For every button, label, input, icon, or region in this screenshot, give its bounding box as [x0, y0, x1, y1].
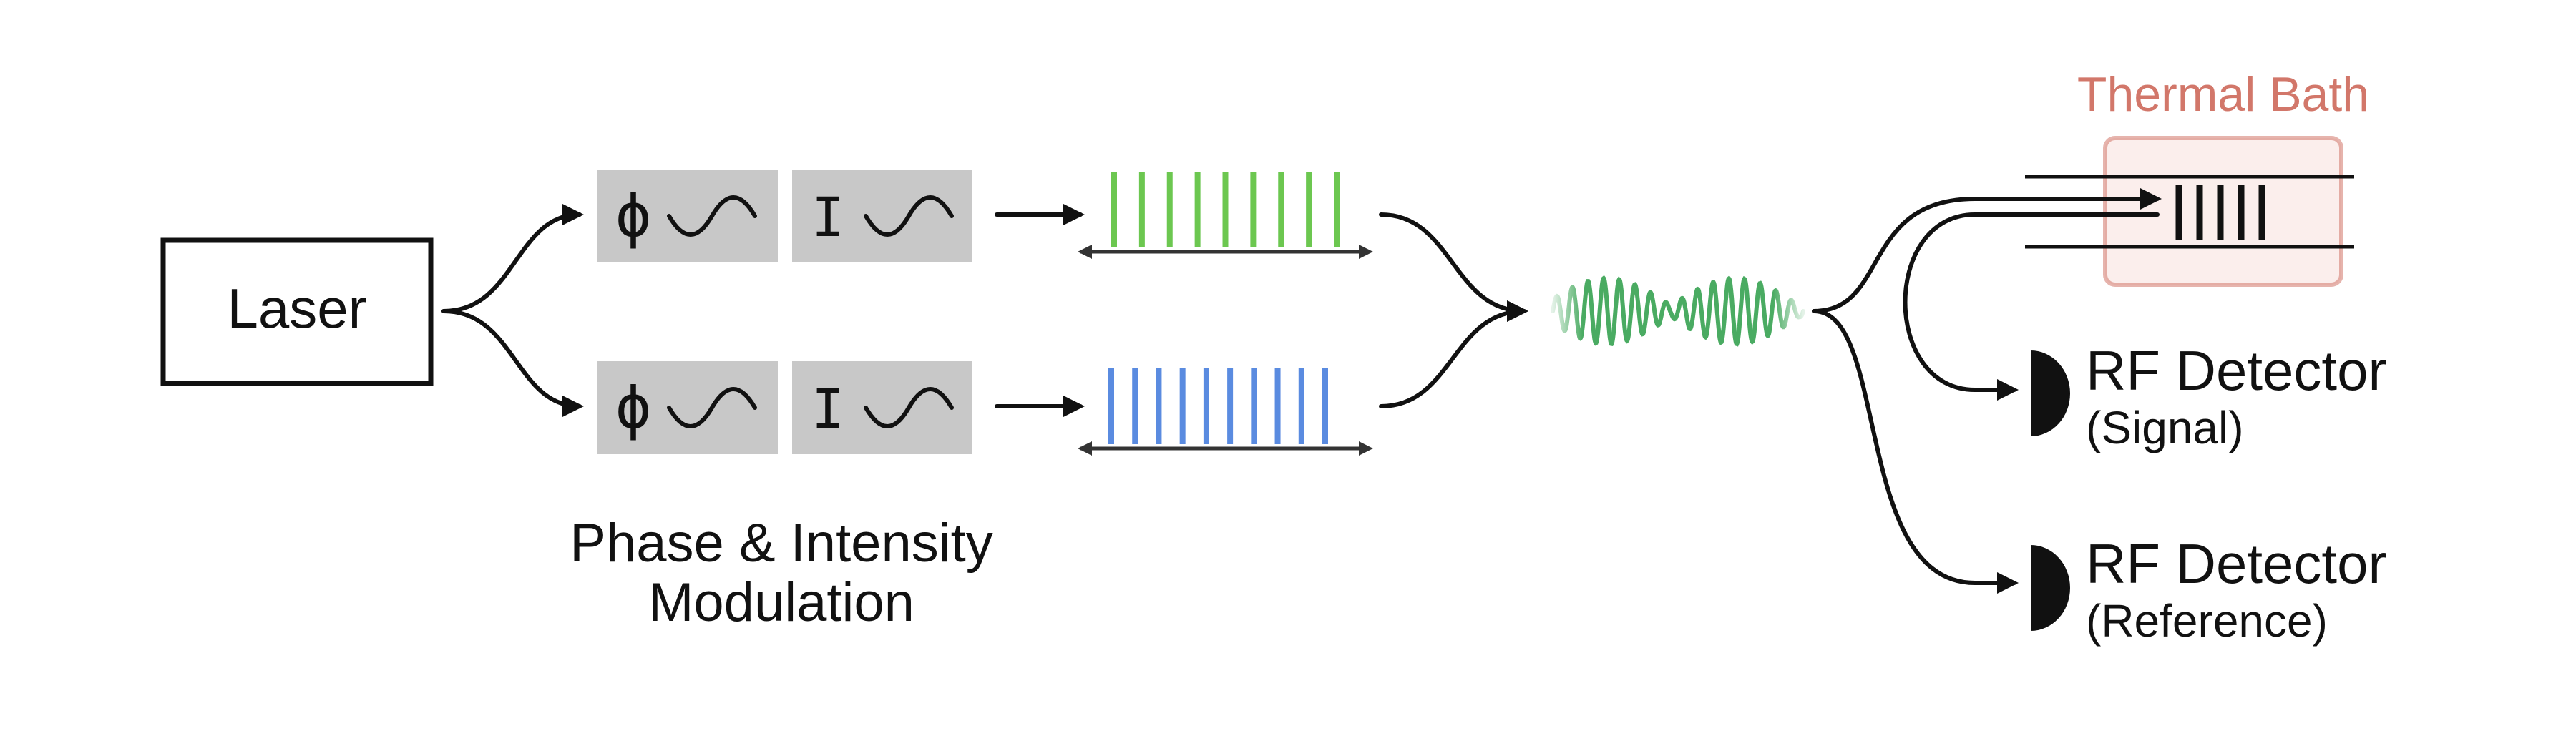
reference-detector-title: RF Detector [2086, 532, 2386, 595]
intensity-symbol: I [811, 377, 844, 441]
intensity-modulator-box [792, 361, 972, 454]
sine-wave-icon [864, 387, 954, 428]
thermal-bath-return-to-signal-detector-path [1903, 212, 2160, 401]
laser-to-top-modulator-path [441, 204, 584, 313]
phase-modulator-box [597, 170, 778, 262]
laser-label: Laser [227, 277, 366, 340]
modulation-caption-line1: Phase & Intensity [570, 513, 992, 574]
top-frequency-comb [1111, 172, 1340, 247]
sine-wave-icon [864, 195, 954, 237]
reference-detector-subtitle: (Reference) [2086, 595, 2328, 647]
rf-detector-signal: RF Detector (Signal) [2031, 339, 2386, 453]
photodetector-icon [2031, 545, 2070, 631]
bottom-comb-to-combiner-path [1379, 300, 1528, 408]
thermal-bath: Thermal Bath [2025, 67, 2369, 287]
photodetector-icon [2031, 350, 2070, 436]
signal-detector-title: RF Detector [2086, 339, 2386, 402]
beat-signal-wave [1551, 275, 1805, 347]
top-comb-to-combiner-path [1379, 212, 1528, 322]
sine-wave-icon [667, 195, 757, 237]
top-modulator-row: ϕ I [597, 170, 972, 262]
intensity-modulator-box [792, 170, 972, 262]
splitter-to-thermal-bath-path [1812, 188, 2162, 313]
sine-wave-icon [667, 387, 757, 428]
modulation-caption-line2: Modulation [648, 572, 914, 633]
laser-box [160, 237, 434, 386]
laser-block: Laser [160, 237, 434, 386]
bottom-modulator-row: ϕ I [597, 361, 972, 454]
signal-detector-subtitle: (Signal) [2086, 402, 2244, 453]
splitter-to-reference-detector-path [1812, 309, 2019, 594]
intensity-symbol: I [811, 185, 844, 249]
phase-modulator-box [597, 361, 778, 454]
laser-to-bottom-modulator-path [441, 309, 584, 417]
rf-detector-reference: RF Detector (Reference) [2031, 532, 2386, 647]
bottom-frequency-comb [1108, 368, 1328, 444]
fiber-bragg-grating [2175, 185, 2265, 240]
thermal-bath-label: Thermal Bath [2077, 67, 2369, 122]
phase-symbol: ϕ [615, 180, 652, 250]
phase-symbol: ϕ [615, 372, 652, 442]
